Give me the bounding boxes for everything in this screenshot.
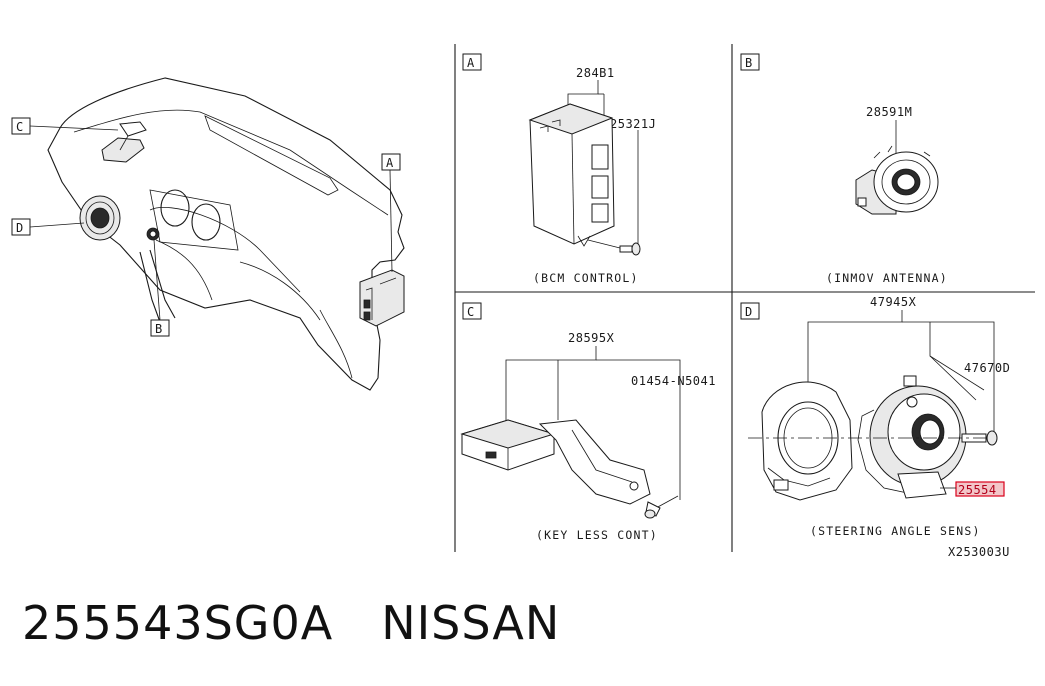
footer: 255543SG0A NISSAN	[22, 596, 1022, 666]
brand-name: NISSAN	[381, 596, 561, 650]
panel-c-caption: (KEY LESS CONT)	[536, 528, 658, 542]
part-28591m-label: 28591M	[866, 105, 912, 119]
diagram-svg: C D B A A 284B1 25321J	[11, 44, 1035, 559]
callout-a: A	[381, 153, 401, 171]
panel-d-letter-box	[740, 302, 760, 320]
part-47670d-label: 47670D	[964, 361, 1010, 375]
panel-c-letter: C	[467, 305, 474, 319]
highlight-part-label: 25554	[958, 483, 997, 497]
panel-grid	[454, 44, 1035, 552]
panel-b-letter-box	[740, 53, 760, 71]
highlight-part-box	[955, 481, 1005, 497]
clock-spring-drawing	[761, 381, 853, 501]
panel-a-caption: (BCM CONTROL)	[533, 271, 639, 285]
panel-d: D 47945X 47670D	[740, 295, 1010, 538]
part-01454-n5041-label: 01454-N5041	[631, 374, 716, 388]
part-25321j-label: 25321J	[610, 117, 656, 131]
panel-a: A 284B1 25321J (BCM CONTROL)	[462, 53, 656, 285]
panel-d-letter: D	[745, 305, 752, 319]
svg-text:B: B	[155, 322, 162, 336]
antenna-ring-drawing	[855, 145, 939, 215]
sensor-screw-drawing	[961, 430, 998, 446]
callout-c: C	[11, 117, 31, 135]
panel-b-caption: (INMOV ANTENNA)	[826, 271, 948, 285]
svg-text:D: D	[16, 221, 23, 235]
panel-a-letter: A	[467, 56, 475, 70]
keyless-module-drawing	[460, 419, 556, 471]
part-284b1-label: 284B1	[576, 66, 615, 80]
steering-angle-sensor-drawing	[857, 375, 967, 499]
panel-b: B 28591M (INMOV ANTENNA)	[740, 53, 948, 285]
panel-c: C 28595X 01454-N5041 (KEY LESS CONT)	[460, 302, 716, 542]
bcm-module-drawing	[528, 103, 615, 247]
bcm-screw-drawing	[587, 239, 641, 256]
part-47945x-label: 47945X	[870, 295, 917, 309]
svg-text:A: A	[386, 156, 394, 170]
panel-b-letter: B	[745, 56, 752, 70]
panel-c-letter-box	[462, 302, 482, 320]
panel-a-letter-box	[462, 53, 482, 71]
part-28595x-label: 28595X	[568, 331, 615, 345]
panel-d-caption: (STEERING ANGLE SENS)	[810, 524, 981, 538]
callout-d: D	[11, 218, 31, 236]
callout-b: B	[150, 319, 170, 337]
keyless-bolt-drawing	[644, 495, 679, 519]
drawing-code: X253003U	[948, 545, 1010, 559]
dashboard-overview	[29, 77, 405, 391]
keyless-bracket-drawing	[538, 419, 651, 505]
part-number: 255543SG0A	[22, 596, 334, 650]
svg-text:C: C	[16, 120, 23, 134]
